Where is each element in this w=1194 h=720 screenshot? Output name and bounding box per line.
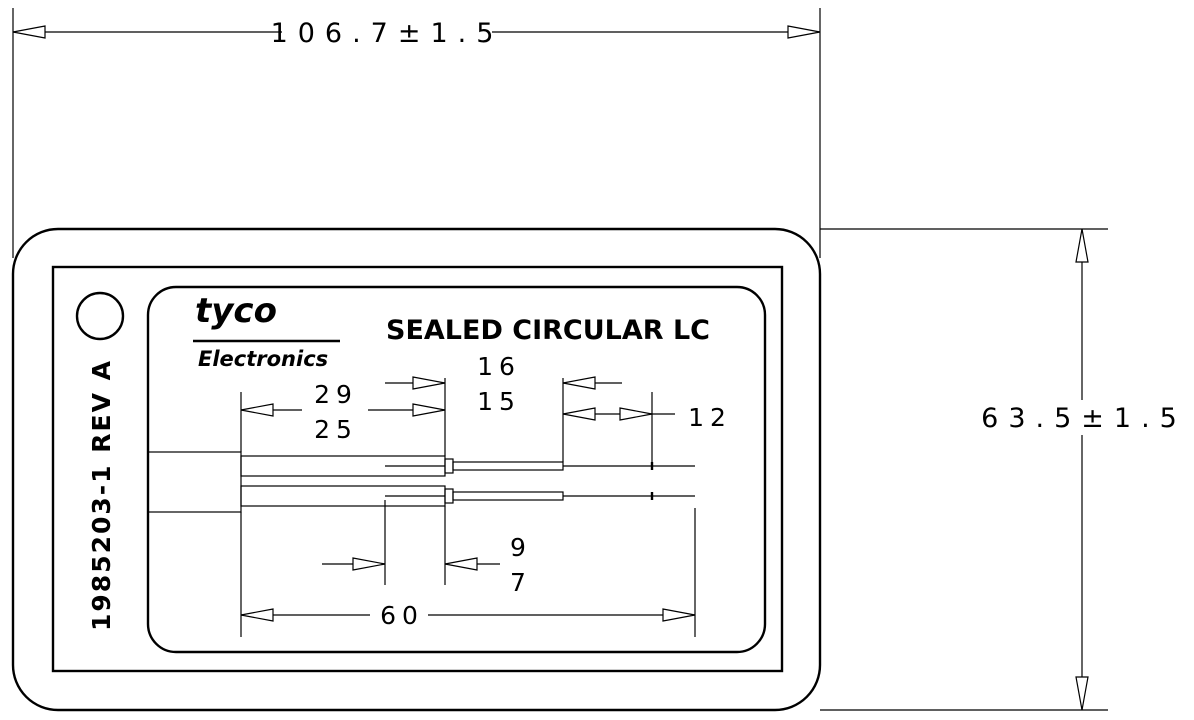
dim-25: 25 bbox=[314, 415, 358, 444]
part-number: 1985203-1 REV A bbox=[87, 359, 116, 631]
dim-12-label: 12 bbox=[688, 403, 732, 432]
overall-height-dimension: 63.5±1.5 bbox=[820, 228, 1187, 711]
overall-height-label: 63.5±1.5 bbox=[981, 403, 1187, 434]
overall-width-dimension: 106.7±1.5 bbox=[12, 8, 821, 258]
dim-16-15: 16 15 bbox=[477, 352, 622, 416]
extension-lines bbox=[240, 378, 696, 637]
dim-29-25: 29 25 bbox=[240, 376, 446, 444]
dim-9-7: 9 7 bbox=[322, 533, 532, 597]
mounting-hole bbox=[75, 291, 125, 341]
label-inner-frame bbox=[51, 265, 784, 673]
brand-subtitle: Electronics bbox=[198, 347, 328, 371]
connector-body bbox=[147, 451, 242, 513]
dim-12: 12 bbox=[562, 403, 732, 432]
label-outer-outline bbox=[11, 227, 822, 712]
overall-width-label: 106.7±1.5 bbox=[271, 18, 504, 49]
dim-9: 9 bbox=[510, 533, 532, 562]
arrow-left bbox=[12, 25, 46, 39]
product-title: SEALED CIRCULAR LC bbox=[386, 315, 710, 346]
brand-logo: tyco bbox=[195, 291, 277, 331]
dim-29: 29 bbox=[314, 380, 358, 409]
dim-60: 60 bbox=[240, 601, 696, 630]
arrow-down bbox=[1075, 676, 1089, 711]
dim-16: 16 bbox=[477, 352, 521, 381]
arrow-up bbox=[1075, 228, 1089, 263]
dim-15: 15 bbox=[477, 387, 521, 416]
arrow-right bbox=[787, 25, 821, 39]
dim-60-label: 60 bbox=[380, 601, 424, 630]
dim-7: 7 bbox=[510, 568, 532, 597]
cable-assembly bbox=[147, 451, 695, 513]
